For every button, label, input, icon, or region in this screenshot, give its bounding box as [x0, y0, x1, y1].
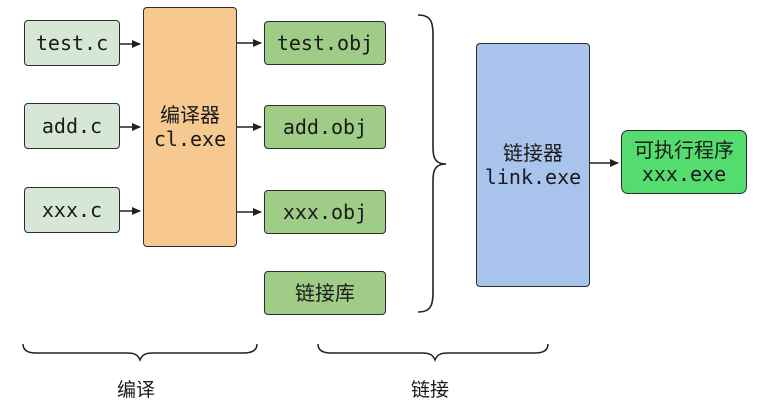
object-file-test-obj: test.obj — [264, 21, 386, 65]
compiler-title: 编译器 — [160, 103, 220, 127]
compiler-box: 编译器 cl.exe — [143, 7, 237, 247]
object-file-xxx-obj: xxx.obj — [264, 190, 386, 234]
executable-title: 可执行程序 — [634, 138, 734, 162]
source-file-add-c: add.c — [24, 103, 120, 149]
executable-name: xxx.exe — [641, 162, 727, 186]
link-library-box: 链接库 — [264, 271, 386, 315]
link-stage-label: 链接 — [411, 379, 450, 401]
linker-exe: link.exe — [484, 165, 582, 189]
object-file-add-obj: add.obj — [264, 105, 386, 149]
linker-title: 链接器 — [503, 141, 563, 165]
objects-group-brace — [417, 14, 447, 313]
link-stage-brace — [317, 343, 549, 363]
executable-box: 可执行程序 xxx.exe — [621, 130, 747, 194]
source-file-xxx-c: xxx.c — [24, 187, 120, 233]
linker-box: 链接器 link.exe — [476, 43, 590, 287]
compile-stage-label: 编译 — [117, 379, 156, 401]
source-file-test-c: test.c — [24, 20, 120, 66]
compiler-exe: cl.exe — [153, 127, 227, 151]
compile-stage-brace — [22, 343, 258, 363]
